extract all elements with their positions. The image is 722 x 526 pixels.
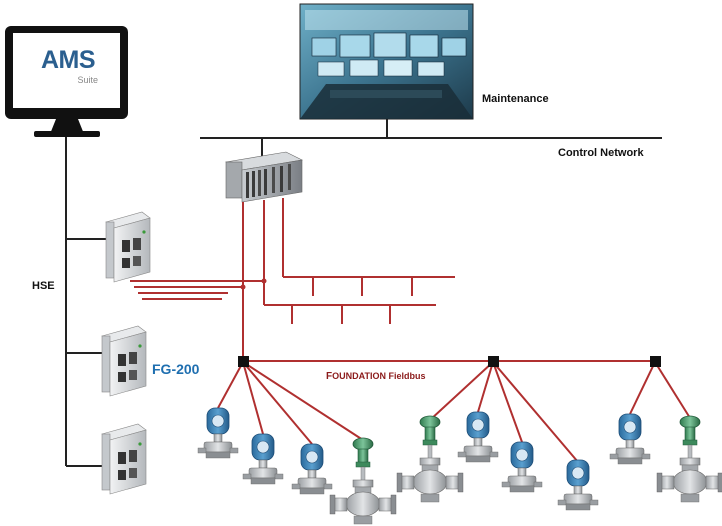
- bus-node: [240, 284, 246, 290]
- pressure-transmitter-icon: [197, 407, 239, 459]
- fieldbus-segments: [130, 198, 655, 362]
- pressure-transmitter-icon: [457, 411, 499, 463]
- ams-brand-text: AMS: [40, 46, 96, 74]
- control-network-label: Control Network: [558, 147, 644, 159]
- pressure-transmitter-icon: [501, 441, 543, 493]
- junction-box-icon: [488, 356, 499, 367]
- control-valve-icon: [396, 415, 464, 503]
- pressure-transmitter-icon: [291, 443, 333, 495]
- control-network-lines: [200, 119, 662, 158]
- fieldbus-cap: F: [326, 371, 333, 382]
- monitor-icon: [5, 26, 128, 137]
- fieldbus-small-caps: OUNDATION: [332, 371, 386, 381]
- pressure-transmitter-icon: [242, 433, 284, 485]
- control-valve-icon: [656, 415, 722, 503]
- pressure-transmitter-icon: [609, 413, 651, 465]
- junction-box-icon: [650, 356, 661, 367]
- gateway-device-icon: [105, 211, 151, 283]
- control-room-photo: [299, 3, 474, 120]
- foundation-fieldbus-label: FOUNDATION Fieldbus: [326, 371, 425, 382]
- fg200-label: FG-200: [152, 361, 200, 377]
- bus-node: [261, 278, 267, 284]
- gateway-device-icon: [101, 423, 147, 495]
- control-valve-icon: [329, 437, 397, 525]
- ams-suite-text: Suite: [77, 75, 98, 85]
- hse-label: HSE: [32, 280, 55, 292]
- controller-rack-icon: [225, 151, 303, 203]
- fieldbus-suffix: Fieldbus: [385, 371, 426, 381]
- junction-box-icon: [238, 356, 249, 367]
- fieldbus-spurs: [217, 361, 691, 463]
- hse-lines: [65, 137, 108, 467]
- pressure-transmitter-icon: [557, 459, 599, 511]
- maintenance-label: Maintenance: [482, 93, 549, 105]
- gateway-device-icon: [101, 325, 147, 397]
